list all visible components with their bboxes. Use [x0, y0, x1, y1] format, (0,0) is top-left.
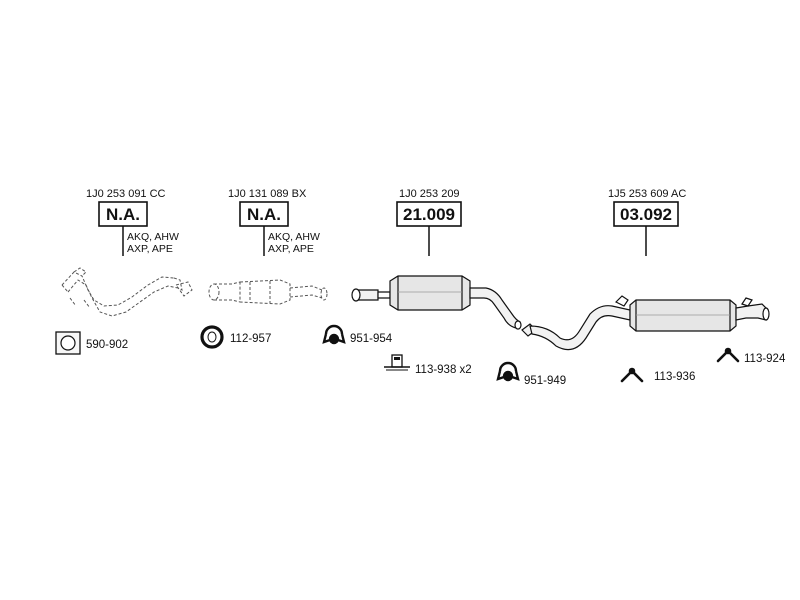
clamp-icon	[322, 324, 346, 345]
part-590-902[interactable]: 590-902	[55, 331, 128, 355]
hanger-icon	[620, 367, 644, 383]
part-951-954[interactable]: 951-954	[322, 324, 393, 345]
part-number-box[interactable]	[396, 201, 462, 227]
oem-number: 1J0 131 089 BX	[228, 188, 307, 200]
part-951-949[interactable]: 951-949	[496, 361, 566, 387]
section-front-pipe: 1J0 253 091 CC N.A. AKQ, AHW AXP, APE	[61, 188, 193, 317]
engine-codes-line-1: AKQ, AHW	[127, 231, 179, 243]
part-number-box[interactable]	[239, 201, 289, 227]
section-middle-silencer: 1J0 253 209 21.009	[351, 188, 522, 330]
oem-number: 1J0 253 091 CC	[86, 188, 166, 200]
part-code: 590-902	[86, 339, 128, 351]
part-113-938[interactable]: 113-938 x2	[384, 354, 472, 376]
part-number: N.A.	[247, 205, 281, 224]
catalytic-converter-drawing	[208, 279, 328, 305]
front-pipe-drawing	[61, 267, 193, 317]
engine-codes-line-2: AXP, APE	[127, 243, 173, 255]
part-number: 21.009	[403, 205, 455, 224]
rubber-mount-icon	[384, 354, 410, 371]
engine-codes-line-1: AKQ, AHW	[268, 231, 320, 243]
rear-silencer-drawing	[521, 295, 770, 351]
part-code: 951-954	[350, 333, 393, 345]
part-113-936[interactable]: 113-936	[620, 367, 695, 383]
part-code: 113-938 x2	[415, 364, 472, 376]
part-code: 113-936	[654, 371, 695, 383]
middle-silencer-drawing	[351, 275, 522, 330]
hanger-icon	[716, 347, 740, 363]
clamp-icon	[496, 361, 520, 382]
part-112-957[interactable]: 112-957	[200, 325, 271, 349]
part-code: 113-924	[744, 353, 786, 365]
engine-codes-line-2: AXP, APE	[268, 243, 314, 255]
oem-number: 1J5 253 609 AC	[608, 188, 686, 200]
part-113-924[interactable]: 113-924	[716, 347, 786, 365]
gasket-icon	[55, 331, 81, 355]
ring-gasket-icon	[200, 325, 224, 349]
part-code: 951-949	[524, 375, 566, 387]
oem-number: 1J0 253 209	[399, 188, 460, 200]
section-rear-silencer: 1J5 253 609 AC 03.092	[521, 188, 770, 351]
part-number: N.A.	[106, 205, 140, 224]
section-catalytic-converter: 1J0 131 089 BX N.A. AKQ, AHW AXP, APE	[208, 188, 328, 305]
part-code: 112-957	[230, 333, 271, 345]
part-number: 03.092	[620, 205, 672, 224]
